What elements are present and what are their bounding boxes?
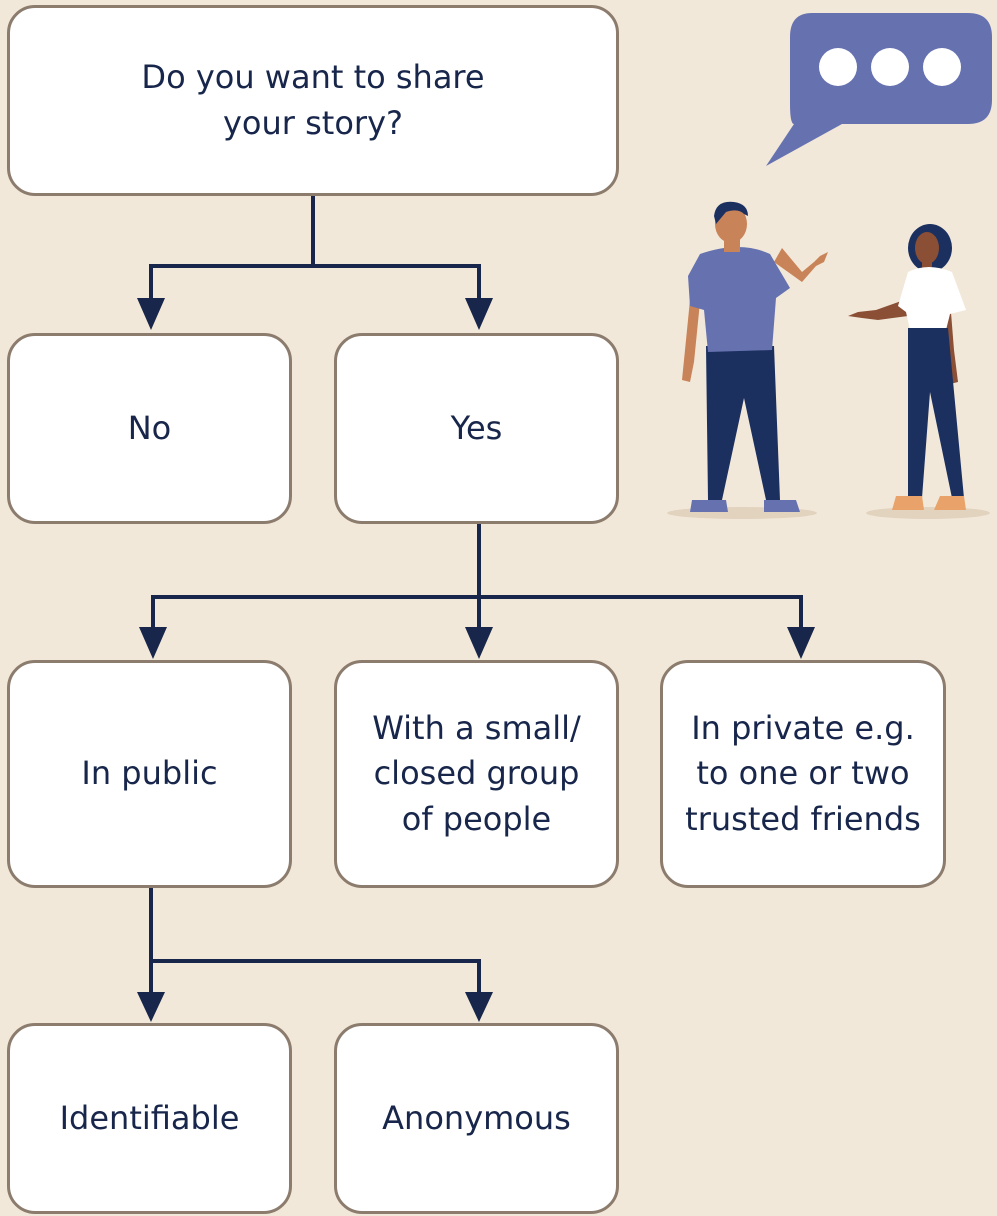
option-private-text: In private e.g. to one or two trusted fr…: [685, 708, 921, 838]
connector-public-to-identity: [149, 886, 481, 996]
answer-yes-box: Yes: [334, 333, 619, 524]
arrow-to-no: [137, 298, 165, 330]
option-anonymous-text: Anonymous: [382, 1098, 571, 1137]
arrow-to-yes: [465, 298, 493, 330]
option-identifiable-box: Identifiable: [7, 1023, 292, 1214]
answer-no-text: No: [127, 408, 172, 447]
answer-no-box: No: [7, 333, 292, 524]
arrow-to-identifiable: [137, 992, 165, 1022]
option-small-group-box: With a small/ closed group of people: [334, 660, 619, 888]
option-identifiable-text: Identifiable: [59, 1098, 240, 1137]
arrow-to-public: [139, 627, 167, 659]
connector-yes-to-options: [151, 522, 803, 632]
arrow-to-private: [787, 627, 815, 659]
option-small-group-text: With a small/ closed group of people: [372, 708, 581, 838]
option-private-box: In private e.g. to one or two trusted fr…: [660, 660, 946, 888]
option-anonymous-box: Anonymous: [334, 1023, 619, 1214]
arrow-to-small-group: [465, 627, 493, 659]
answer-yes-text: Yes: [450, 408, 503, 447]
arrow-to-anonymous: [465, 992, 493, 1022]
question-text: Do you want to share your story?: [141, 58, 485, 142]
option-public-box: In public: [7, 660, 292, 888]
connector-question-to-answers: [149, 194, 481, 302]
question-box: Do you want to share your story?: [7, 5, 619, 196]
option-public-text: In public: [81, 754, 218, 793]
